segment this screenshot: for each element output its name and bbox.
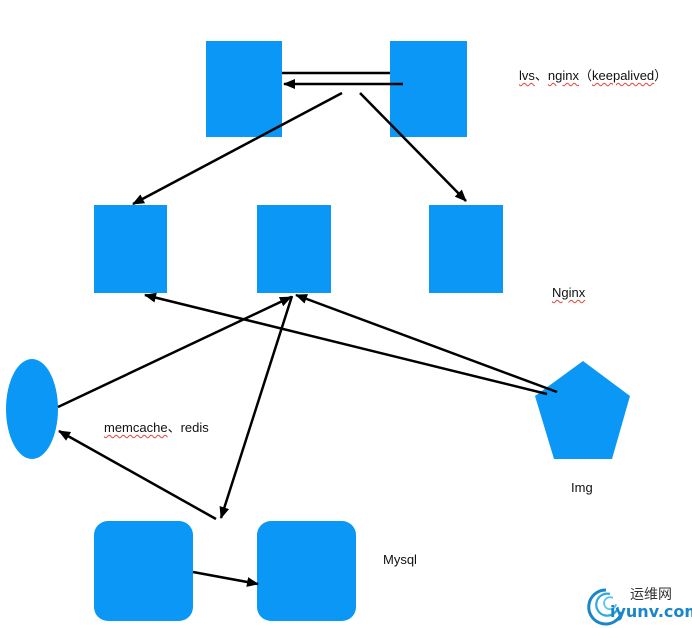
- label-paren-open: （: [578, 68, 592, 83]
- arrow-cache-to-nginx-2: [57, 295, 292, 409]
- watermark-domain: iyunv.com: [610, 602, 692, 621]
- arrow-mysql-to-cache: [58, 429, 217, 521]
- lb-node-left: [206, 41, 282, 137]
- label-lb-separator: 、: [534, 68, 548, 83]
- label-nginx-tier: Nginx: [552, 285, 585, 300]
- label-memcache: memcache: [104, 420, 168, 435]
- img-node: [535, 361, 630, 459]
- lb-node-right: [390, 41, 467, 137]
- arrow-lb-to-nginx-1: [132, 91, 343, 206]
- nginx-node-3: [429, 205, 503, 293]
- arrow-nginx-to-mysql: [219, 295, 294, 519]
- arrow-mysql-replication: [192, 570, 259, 587]
- watermark-logo-icon: [587, 588, 624, 626]
- arrow-lb-to-nginx-3: [359, 92, 467, 202]
- mysql-node-1: [94, 521, 193, 621]
- label-lvs: lvs: [519, 68, 535, 83]
- arrow-img-to-nginx-1: [144, 292, 548, 396]
- watermark-cn: 运维网: [630, 587, 672, 603]
- label-redis: redis: [180, 420, 209, 435]
- cache-node: [6, 359, 58, 459]
- label-paren-close: ）: [654, 68, 668, 83]
- label-nginx-lb: nginx: [547, 68, 579, 83]
- label-load-balancer: lvs、nginx（keepalived）: [519, 65, 667, 84]
- nginx-node-2: [257, 205, 331, 293]
- label-cache-separator: 、: [167, 420, 181, 435]
- label-cache: memcache、redis: [104, 417, 209, 436]
- label-nginx: Nginx: [552, 285, 586, 300]
- label-mysql: Mysql: [383, 552, 417, 567]
- arrow-img-to-nginx-2: [295, 293, 558, 394]
- nginx-node-1: [94, 205, 167, 293]
- label-keepalived: keepalived: [592, 68, 655, 83]
- mysql-node-2: [257, 521, 356, 621]
- label-img: Img: [571, 480, 593, 495]
